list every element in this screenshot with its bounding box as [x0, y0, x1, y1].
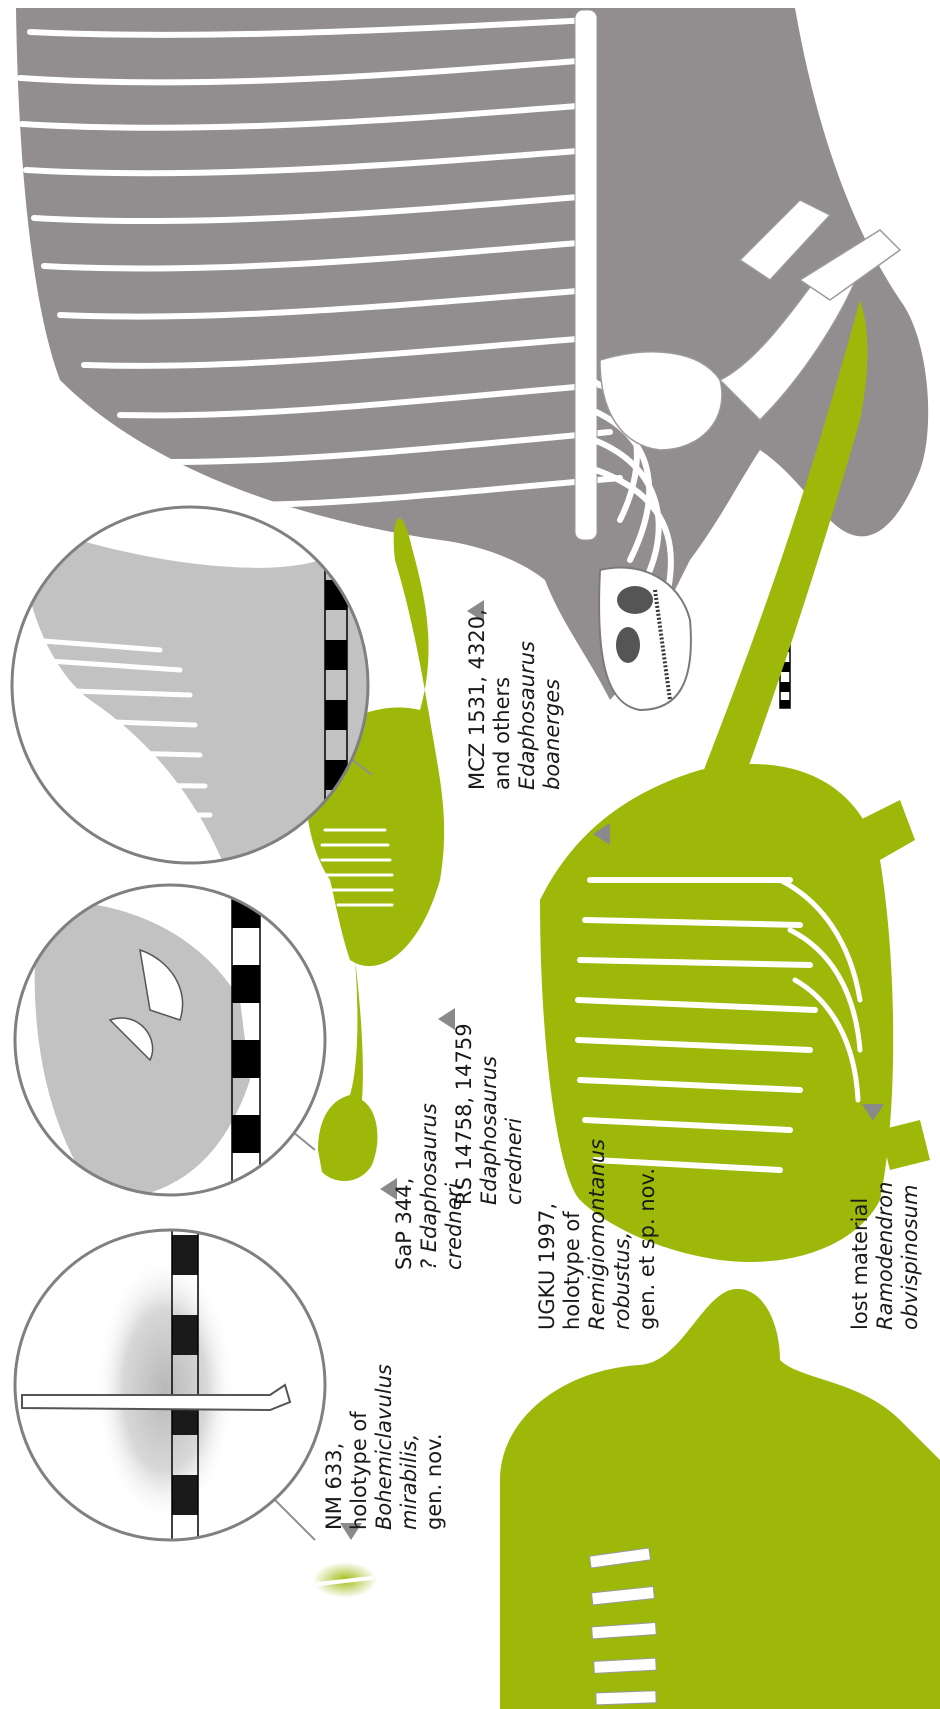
specimen-note: holotype of [347, 1364, 372, 1530]
edaphosaurus-skull [599, 567, 691, 710]
specimen-number: MCZ 1531, 4320, [465, 609, 490, 790]
taxon-name: obvispinosum [898, 1182, 923, 1330]
specimen-note: holotype of [560, 1139, 585, 1330]
specimen-note: and others [490, 609, 515, 790]
label-rs14758: RS 14758, 14759 Edaphosaurus credneri [452, 1023, 527, 1205]
specimen-number: SaP 344, [392, 1103, 417, 1270]
taxon-status: gen. et sp. nov. [635, 1139, 660, 1330]
inset-sap344 [0, 870, 340, 1210]
vertebral-column [575, 10, 597, 540]
label-lost-material: lost material Ramodendron obvispinosum [848, 1182, 923, 1330]
taxon-name: Bohemiclavulus [372, 1364, 397, 1530]
taxon-name: Edaphosaurus [515, 609, 540, 790]
label-nm633: NM 633, holotype of Bohemiclavulus mirab… [322, 1364, 447, 1530]
taxon-name: boanerges [540, 609, 565, 790]
label-ugku1997: UGKU 1997, holotype of Remigiomontanus r… [535, 1139, 660, 1330]
taxon-name: credneri [502, 1023, 527, 1205]
specimen-number: NM 633, [322, 1364, 347, 1530]
taxon-name: Ramodendron [873, 1182, 898, 1330]
specimen-number: RS 14758, 14759 [452, 1023, 477, 1205]
sap344-silhouette [318, 960, 377, 1181]
taxon-name: ? Edaphosaurus [417, 1103, 442, 1270]
nm633-specimen [313, 1562, 377, 1598]
inset-nm633 [0, 1225, 340, 1565]
label-mcz1531: MCZ 1531, 4320, and others Edaphosaurus … [465, 609, 565, 790]
specimen-number: UGKU 1997, [535, 1139, 560, 1330]
taxon-name: robustus, [610, 1139, 635, 1330]
specimen-number: lost material [848, 1182, 873, 1330]
taxon-name: Remigiomontanus [585, 1139, 610, 1330]
taxon-name: mirabilis, [397, 1364, 422, 1530]
taxon-name: Edaphosaurus [477, 1023, 502, 1205]
ramodendron-silhouette [500, 1289, 940, 1709]
taxon-status: gen. nov. [422, 1364, 447, 1530]
